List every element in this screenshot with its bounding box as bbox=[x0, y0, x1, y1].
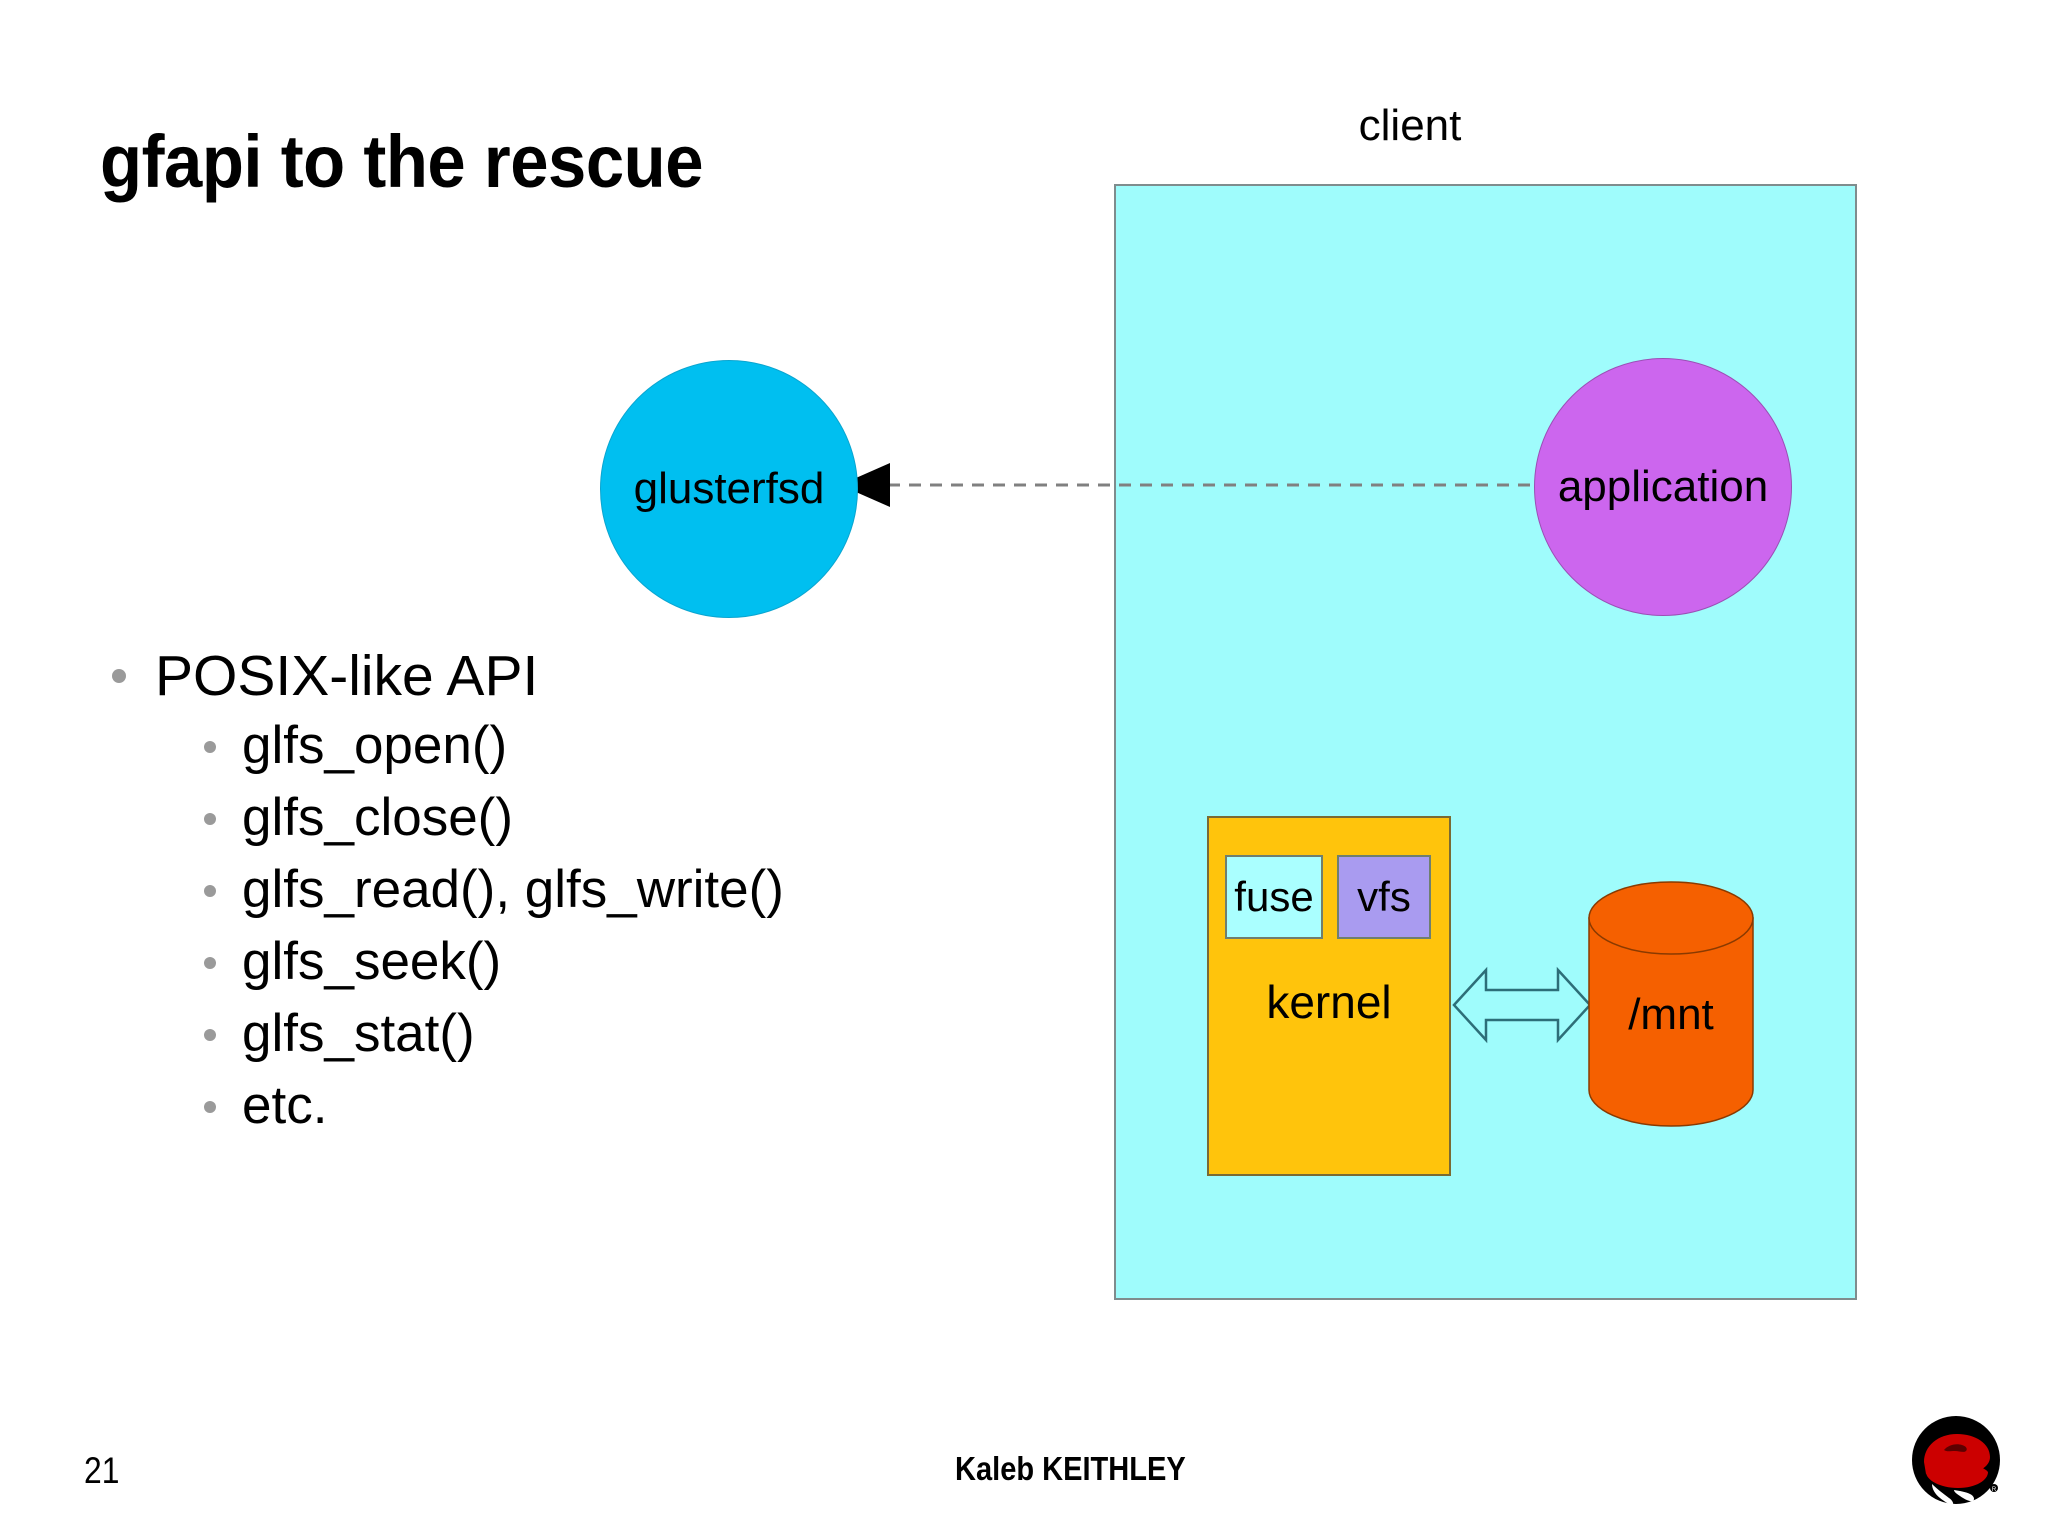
list-item-label: glfs_read(), glfs_write() bbox=[242, 860, 784, 919]
bullet-dot-icon bbox=[204, 813, 216, 825]
page-number: 21 bbox=[84, 1450, 120, 1491]
list-item-label: glfs_stat() bbox=[242, 1004, 475, 1063]
bullet-dot-icon bbox=[204, 741, 216, 753]
bullet-dot-icon bbox=[204, 1029, 216, 1041]
application-node-label: application bbox=[1557, 462, 1769, 511]
list-item: glfs_stat() bbox=[204, 1007, 992, 1060]
fuse-box-label: fuse bbox=[1234, 873, 1314, 920]
bullet-dot-icon bbox=[112, 669, 126, 683]
vfs-box-label: vfs bbox=[1357, 873, 1411, 920]
list-item-label: POSIX-like API bbox=[155, 644, 539, 708]
client-box-label: client bbox=[1358, 101, 1462, 150]
list-item-label: glfs_close() bbox=[242, 788, 513, 847]
list-item: glfs_close() bbox=[204, 791, 992, 844]
list-item: glfs_open() bbox=[204, 719, 992, 772]
vfs-box: vfs bbox=[1337, 855, 1431, 939]
application-node: application bbox=[1534, 358, 1792, 616]
mnt-cylinder-label: /mnt bbox=[1628, 990, 1714, 1039]
list-item: POSIX-like API bbox=[112, 648, 992, 705]
list-item-label: etc. bbox=[242, 1076, 328, 1135]
kernel-box-label: kernel bbox=[1266, 976, 1392, 1028]
application-to-glusterfsd-dashed-arrow bbox=[840, 463, 1546, 507]
glusterfsd-node: glusterfsd bbox=[600, 360, 858, 618]
list-item: glfs_read(), glfs_write() bbox=[204, 863, 992, 916]
red-hat-shadowman-logo: R bbox=[1912, 1416, 2000, 1506]
bullet-dot-icon bbox=[204, 1101, 216, 1113]
svg-text:R: R bbox=[1992, 1487, 1997, 1493]
footer-author: Kaleb KEITHLEY bbox=[955, 1450, 1186, 1487]
bullet-dot-icon bbox=[204, 885, 216, 897]
bullet-dot-icon bbox=[204, 957, 216, 969]
mnt-cylinder bbox=[1588, 881, 1754, 1127]
kernel-to-mnt-double-arrow bbox=[1452, 966, 1592, 1044]
glusterfsd-node-label: glusterfsd bbox=[633, 464, 825, 513]
page-title: gfapi to the rescue bbox=[100, 120, 704, 203]
list-item: glfs_seek() bbox=[204, 935, 992, 988]
list-item: etc. bbox=[204, 1079, 992, 1132]
list-item-label: glfs_seek() bbox=[242, 932, 502, 991]
list-item-label: glfs_open() bbox=[242, 716, 508, 775]
bullet-list: POSIX-like API glfs_open() glfs_close() … bbox=[112, 648, 992, 1151]
fuse-box: fuse bbox=[1225, 855, 1323, 939]
